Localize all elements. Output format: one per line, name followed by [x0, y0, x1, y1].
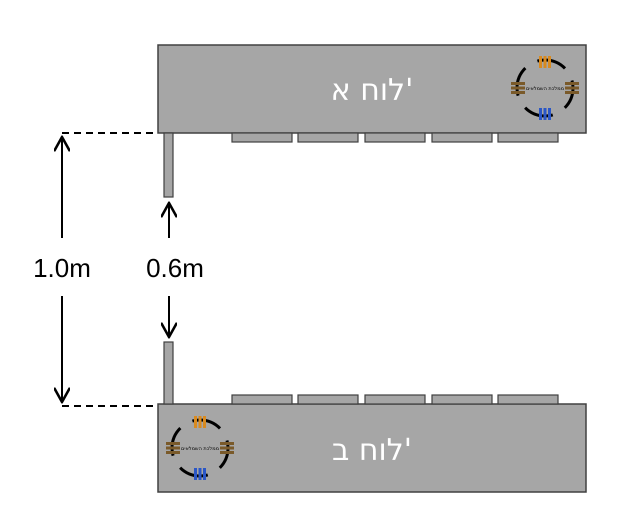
board-b-tab: [297, 394, 359, 405]
board-a-tab: [231, 132, 293, 143]
board-a-tab: [431, 132, 493, 143]
board-a-tab: [364, 132, 426, 143]
logo-text: ממלכת השמלאים: [181, 446, 219, 452]
board-a-label: לוח א': [331, 73, 414, 108]
board-b-label: לוח ב': [332, 433, 412, 468]
board-a-tab: [497, 132, 559, 143]
board-a-post: [163, 132, 174, 198]
board-b-tab: [364, 394, 426, 405]
board-a: לוח א' ממלכת השמלאים: [157, 44, 587, 198]
circle-logo-icon: ממלכת השמלאים: [511, 56, 579, 120]
board-a-tab: [297, 132, 359, 143]
board-b: לוח ב' ממלכת השמלאים: [157, 341, 587, 493]
outer-dimension-label: 1.0m: [33, 253, 91, 283]
board-b-tab: [497, 394, 559, 405]
board-b-post: [163, 341, 174, 405]
inner-dimension-label: 0.6m: [146, 253, 204, 283]
board-b-tab: [431, 394, 493, 405]
logo-text: ממלכת השמלאים: [526, 86, 564, 92]
circle-logo-icon: ממלכת השמלאים: [166, 416, 234, 480]
board-b-tab: [231, 394, 293, 405]
